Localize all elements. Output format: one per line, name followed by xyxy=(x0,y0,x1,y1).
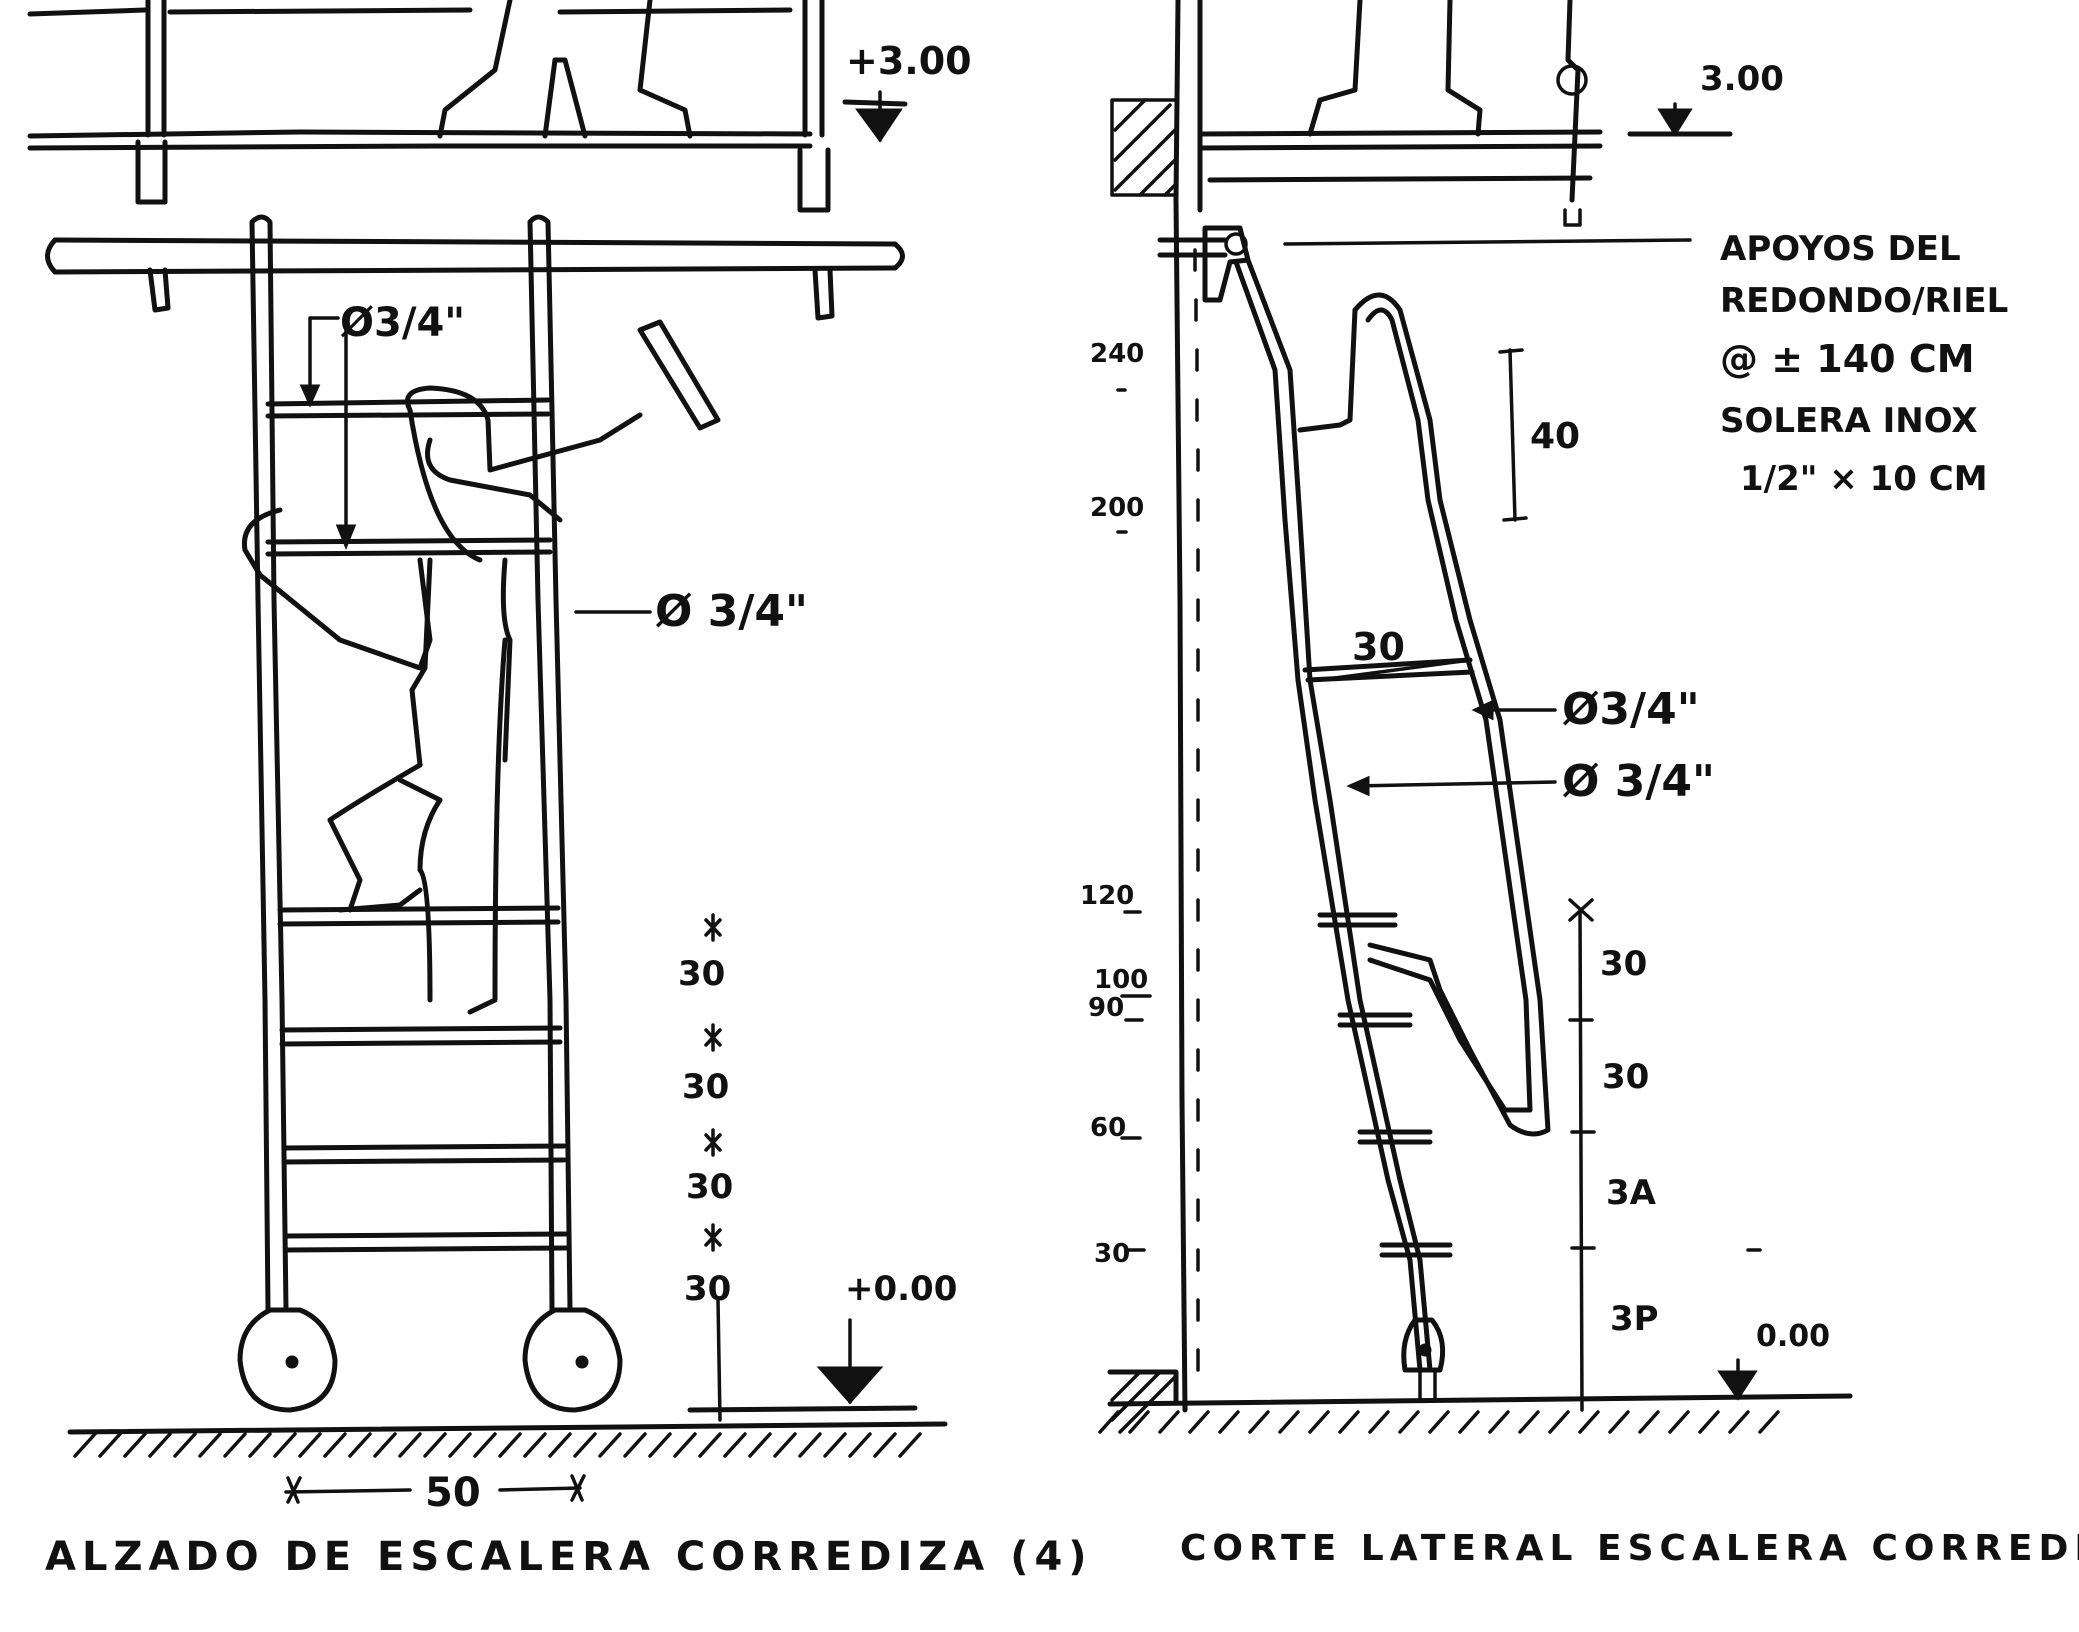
note-line-2: REDONDO/RIEL xyxy=(1720,281,2008,321)
rung-spacing-3: 30 xyxy=(686,1167,733,1207)
ladder-rails xyxy=(249,214,573,1313)
height-100: 100 xyxy=(1094,965,1148,995)
inclined-ladder xyxy=(1233,257,1551,1402)
note-line-4: SOLERA INOX xyxy=(1720,401,1978,441)
section-diameter-1: Ø3/4" xyxy=(1562,684,1700,735)
rung-dimension-chain xyxy=(704,913,722,1422)
height-120: 120 xyxy=(1080,881,1134,911)
upper-floor-structure xyxy=(27,0,905,321)
note-line-3: @ ± 140 CM xyxy=(1720,337,1975,381)
note-line-1: APOYOS DEL xyxy=(1720,229,1961,269)
diameter-callouts xyxy=(299,316,652,614)
elevation-caption: ALZADO DE ESCALERA CORREDIZA (4) xyxy=(45,1534,1093,1580)
rail-support xyxy=(1157,225,1692,303)
width-dimension xyxy=(284,1474,586,1504)
rail-diameter-label: Ø 3/4" xyxy=(655,586,808,637)
upper-slab xyxy=(1197,0,1733,227)
section-diameter-callouts xyxy=(1318,658,1557,797)
climbing-person xyxy=(241,319,721,1015)
height-tick-marks xyxy=(1116,388,1152,1252)
section-spacing-4: 3P xyxy=(1610,1299,1659,1339)
dim-40-label: 40 xyxy=(1530,416,1580,457)
level-bottom-label: +0.00 xyxy=(845,1269,957,1309)
height-60: 60 xyxy=(1090,1113,1126,1143)
section-spacing-3: 3A xyxy=(1606,1173,1657,1213)
dim-30-label: 30 xyxy=(1352,625,1405,669)
width-label: 50 xyxy=(425,1470,481,1516)
section-diameter-2: Ø 3/4" xyxy=(1562,756,1715,807)
section-level-bottom: 0.00 xyxy=(1756,1319,1830,1354)
elevation-drawing: +3.00 Ø3/4" Ø 3/4" 30 30 30 30 +0.00 50 … xyxy=(27,0,1093,1580)
section-spacing-2: 30 xyxy=(1602,1057,1649,1097)
height-30: 30 xyxy=(1094,1239,1130,1269)
rung-spacing-1: 30 xyxy=(678,954,725,994)
rung-spacing-4: 30 xyxy=(684,1269,731,1309)
rung-diameter-label: Ø3/4" xyxy=(340,300,465,346)
height-240: 240 xyxy=(1090,339,1144,369)
ground-line-right xyxy=(1098,1358,1853,1434)
section-dimension-chain xyxy=(1568,898,1762,1412)
rung-spacing-2: 30 xyxy=(682,1067,729,1107)
section-drawing: 3.00 APOYOS DEL REDONDO/RIEL @ ± 140 CM … xyxy=(1080,0,2079,1569)
section-level-top: 3.00 xyxy=(1700,59,1784,99)
dimension-40 xyxy=(1498,348,1528,522)
section-spacing-1: 30 xyxy=(1600,944,1647,984)
height-90: 90 xyxy=(1088,993,1124,1023)
section-caption: CORTE LATERAL ESCALERA CORREDIZA xyxy=(1180,1528,2079,1569)
ground-line-left xyxy=(67,1421,948,1458)
height-200: 200 xyxy=(1090,493,1144,523)
wall xyxy=(1110,0,1203,1413)
level-markers xyxy=(687,90,918,1413)
level-top-label: +3.00 xyxy=(846,39,972,83)
ladder-wheels xyxy=(237,1307,623,1413)
note-line-5: 1/2" × 10 CM xyxy=(1740,459,1988,499)
ladder-rungs xyxy=(265,397,569,1253)
